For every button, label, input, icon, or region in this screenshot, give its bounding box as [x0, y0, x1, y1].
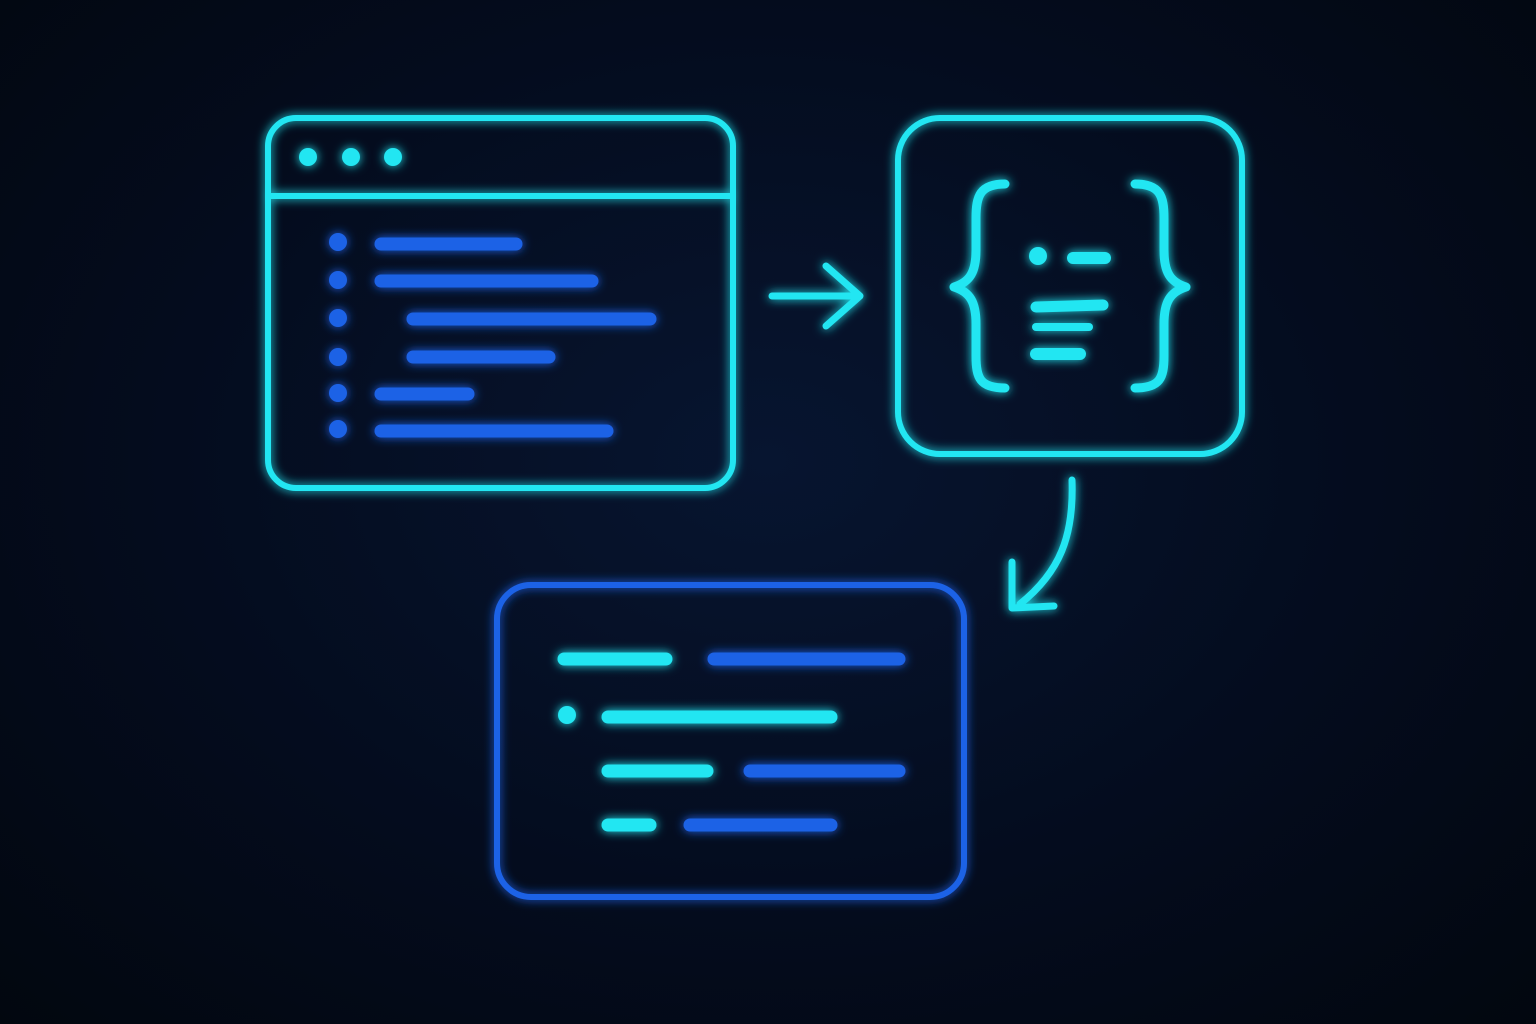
output-document-node — [494, 582, 967, 900]
browser-list — [329, 233, 657, 438]
json-braces-node — [895, 115, 1245, 457]
right-curly-brace-icon — [1130, 179, 1191, 393]
list-bullet-icon — [329, 271, 347, 289]
output-bullet-icon — [558, 706, 576, 724]
left-curly-brace-icon — [949, 179, 1010, 393]
list-bullet-icon — [329, 348, 347, 366]
window-dot-icon — [342, 148, 360, 166]
arrow-right-icon — [768, 262, 864, 330]
browser-window-node — [265, 115, 736, 491]
json-key-dot-icon — [1029, 247, 1047, 265]
json-node-frame — [895, 115, 1245, 457]
json-value-line — [1030, 299, 1109, 313]
list-bullet-icon — [329, 384, 347, 402]
curved-arrow-down-left-icon — [1008, 476, 1076, 612]
list-bullet-icon — [329, 309, 347, 327]
browser-window-frame — [265, 115, 736, 491]
output-node-frame — [494, 582, 967, 900]
list-bullet-icon — [329, 420, 347, 438]
list-bullet-icon — [329, 233, 347, 251]
window-dot-icon — [299, 148, 317, 166]
window-dot-icon — [384, 148, 402, 166]
